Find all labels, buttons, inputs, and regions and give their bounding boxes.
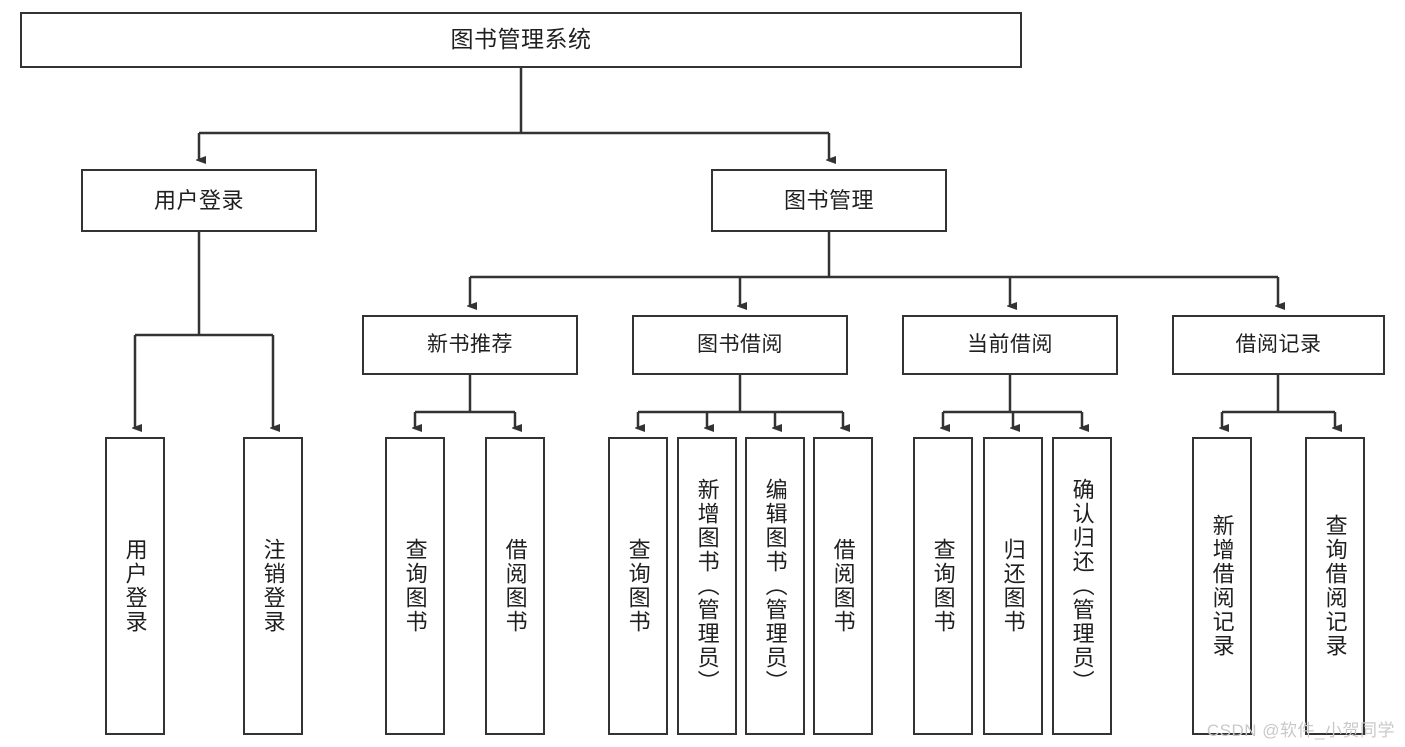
node-user-login-label: 用户登录 bbox=[153, 187, 244, 213]
node-current-borrow-label: 当前借阅 bbox=[967, 332, 1053, 356]
node-leaf-return-book[interactable]: 归还图书 bbox=[983, 437, 1043, 735]
node-leaf-edit-book[interactable]: 编辑图书（管理员） bbox=[745, 437, 805, 735]
leaf-inner: 用户登录 bbox=[107, 439, 163, 733]
node-book-manage-label: 图书管理 bbox=[783, 187, 874, 213]
node-leaf-query-record[interactable]: 查询借阅记录 bbox=[1305, 437, 1365, 735]
node-leaf-confirm-return-label: 确认归还（管理员） bbox=[1069, 478, 1095, 694]
node-leaf-query-book-2[interactable]: 查询图书 bbox=[608, 437, 668, 735]
node-leaf-add-book[interactable]: 新增图书（管理员） bbox=[677, 437, 737, 735]
leaf-inner: 新增图书（管理员） bbox=[679, 439, 735, 733]
node-leaf-query-book-3-label: 查询图书 bbox=[930, 538, 956, 634]
leaf-inner: 归还图书 bbox=[985, 439, 1041, 733]
node-root-label: 图书管理系统 bbox=[450, 26, 592, 53]
leaf-inner: 查询借阅记录 bbox=[1307, 439, 1363, 733]
node-leaf-borrow-book-2-label: 借阅图书 bbox=[830, 538, 856, 634]
node-leaf-user-login-label: 用户登录 bbox=[122, 538, 148, 634]
node-borrow-record-label: 借阅记录 bbox=[1235, 332, 1322, 356]
leaf-inner: 编辑图书（管理员） bbox=[747, 439, 803, 733]
node-leaf-query-book-1[interactable]: 查询图书 bbox=[385, 437, 445, 735]
leaf-inner: 查询图书 bbox=[610, 439, 666, 733]
node-leaf-user-login[interactable]: 用户登录 bbox=[105, 437, 165, 735]
node-leaf-confirm-return[interactable]: 确认归还（管理员） bbox=[1052, 437, 1112, 735]
node-borrow-record[interactable]: 借阅记录 bbox=[1172, 315, 1385, 375]
node-leaf-query-book-1-label: 查询图书 bbox=[402, 538, 428, 634]
node-leaf-query-book-2-label: 查询图书 bbox=[625, 538, 651, 634]
leaf-inner: 借阅图书 bbox=[815, 439, 871, 733]
node-new-book-recommend-label: 新书推荐 bbox=[427, 332, 513, 356]
node-leaf-add-record[interactable]: 新增借阅记录 bbox=[1192, 437, 1252, 735]
node-leaf-return-book-label: 归还图书 bbox=[1000, 538, 1026, 634]
node-leaf-query-record-label: 查询借阅记录 bbox=[1322, 514, 1348, 658]
node-leaf-edit-book-label: 编辑图书（管理员） bbox=[762, 478, 788, 694]
leaf-inner: 查询图书 bbox=[387, 439, 443, 733]
node-leaf-logout-label: 注销登录 bbox=[260, 538, 286, 634]
node-current-borrow[interactable]: 当前借阅 bbox=[902, 315, 1118, 375]
node-leaf-borrow-book-1-label: 借阅图书 bbox=[502, 538, 528, 634]
node-leaf-borrow-book-1[interactable]: 借阅图书 bbox=[485, 437, 545, 735]
node-new-book-recommend[interactable]: 新书推荐 bbox=[362, 315, 578, 375]
csdn-watermark: CSDN @软件_小贺同学 bbox=[1206, 721, 1395, 740]
node-leaf-borrow-book-2[interactable]: 借阅图书 bbox=[813, 437, 873, 735]
node-leaf-logout[interactable]: 注销登录 bbox=[243, 437, 303, 735]
node-book-borrow-label: 图书借阅 bbox=[697, 332, 783, 356]
leaf-inner: 新增借阅记录 bbox=[1194, 439, 1250, 733]
node-book-borrow[interactable]: 图书借阅 bbox=[632, 315, 848, 375]
node-leaf-add-book-label: 新增图书（管理员） bbox=[694, 478, 720, 694]
leaf-inner: 查询图书 bbox=[915, 439, 971, 733]
leaf-inner: 注销登录 bbox=[245, 439, 301, 733]
node-book-manage[interactable]: 图书管理 bbox=[711, 169, 947, 232]
node-leaf-query-book-3[interactable]: 查询图书 bbox=[913, 437, 973, 735]
leaf-inner: 确认归还（管理员） bbox=[1054, 439, 1110, 733]
leaf-inner: 借阅图书 bbox=[487, 439, 543, 733]
node-user-login[interactable]: 用户登录 bbox=[81, 169, 317, 232]
node-root[interactable]: 图书管理系统 bbox=[20, 12, 1022, 68]
node-leaf-add-record-label: 新增借阅记录 bbox=[1209, 514, 1235, 658]
